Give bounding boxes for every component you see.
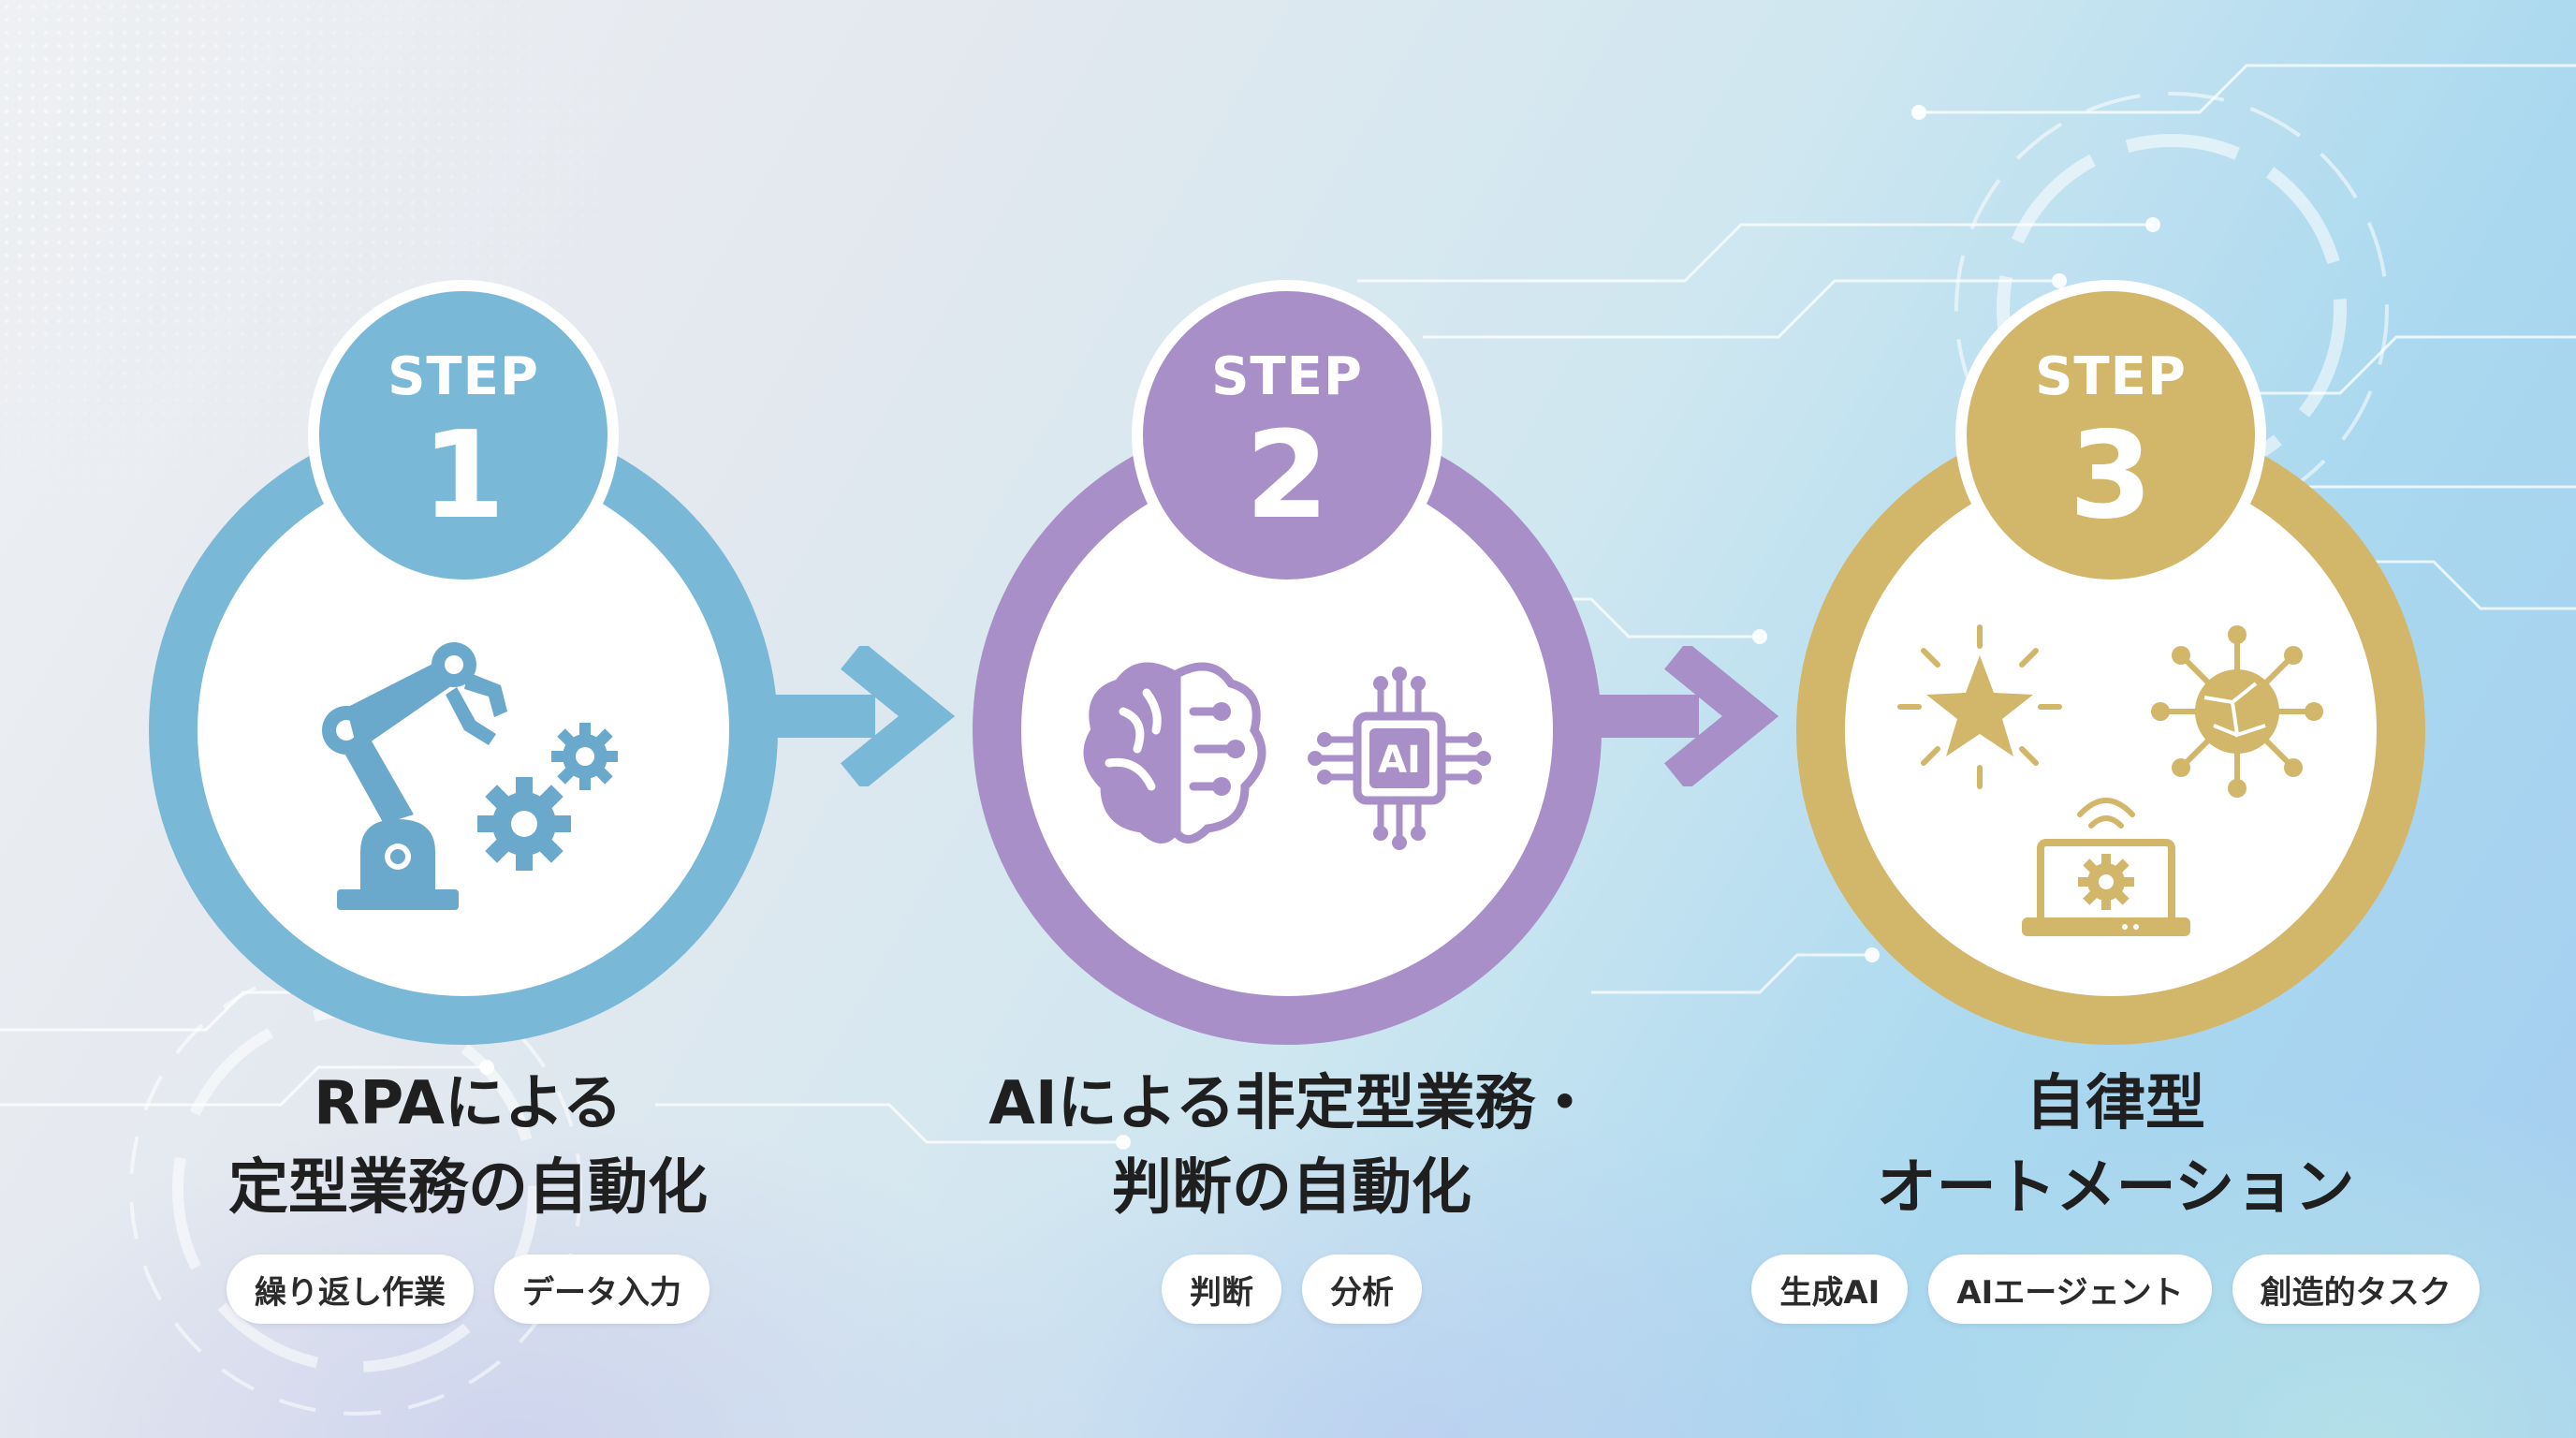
network-globe-icon	[2151, 625, 2323, 798]
arrow-step1-to-step2	[768, 646, 955, 786]
step-2-badge-word: STEP	[1211, 346, 1363, 407]
step-1-badge-word: STEP	[388, 346, 539, 407]
step-1-title-line1: RPAによる	[314, 1069, 622, 1138]
step-2-title-line2: 判断の自動化	[1112, 1153, 1471, 1223]
star-icon	[1897, 624, 2062, 789]
ai-chip-icon: AI	[1308, 667, 1491, 850]
step-2-title-line1: AIによる非定型業務・	[988, 1069, 1595, 1138]
brain-icon	[1083, 662, 1266, 844]
step-2-badge-number: 2	[1245, 406, 1329, 546]
step-2-badge	[1132, 280, 1442, 591]
step-3-badge-word: STEP	[2035, 346, 2187, 407]
step-1-title-line2: 定型業務の自動化	[228, 1153, 708, 1223]
step-3-tag-generative-ai: 生成AI	[1751, 1255, 1909, 1324]
ai-chip-label: AI	[1378, 739, 1421, 782]
step-2-tags: 判断 分析	[964, 1255, 1619, 1324]
step-3-badge	[1955, 280, 2266, 591]
step-2-tag-analysis: 分析	[1302, 1255, 1422, 1324]
step-1-tag-repetitive-work: 繰り返し作業	[227, 1255, 474, 1324]
arrow-step2-to-step3	[1591, 646, 1778, 786]
step-3-tags: 生成AI AIエージェント 創造的タスク	[1741, 1255, 2490, 1324]
step-1-tag-data-entry: データ入力	[494, 1255, 710, 1324]
gear-icon	[477, 723, 618, 871]
step-1-badge-number: 1	[421, 406, 505, 546]
step-1-badge	[308, 280, 619, 591]
step-3-tag-ai-agent: AIエージェント	[1928, 1255, 2212, 1324]
step-3-title-line1: 自律型	[2026, 1069, 2205, 1138]
step-3-tag-creative-task: 創造的タスク	[2232, 1255, 2480, 1324]
laptop-gear-icon	[2022, 798, 2190, 936]
step-2-tag-judgment: 判断	[1162, 1255, 1281, 1324]
robot-arm-icon	[322, 642, 507, 910]
step-3-title-line2: オートメーション	[1876, 1153, 2355, 1223]
step-3-badge-number: 3	[2069, 406, 2153, 546]
step-1-tags: 繰り返し作業 データ入力	[140, 1255, 796, 1324]
